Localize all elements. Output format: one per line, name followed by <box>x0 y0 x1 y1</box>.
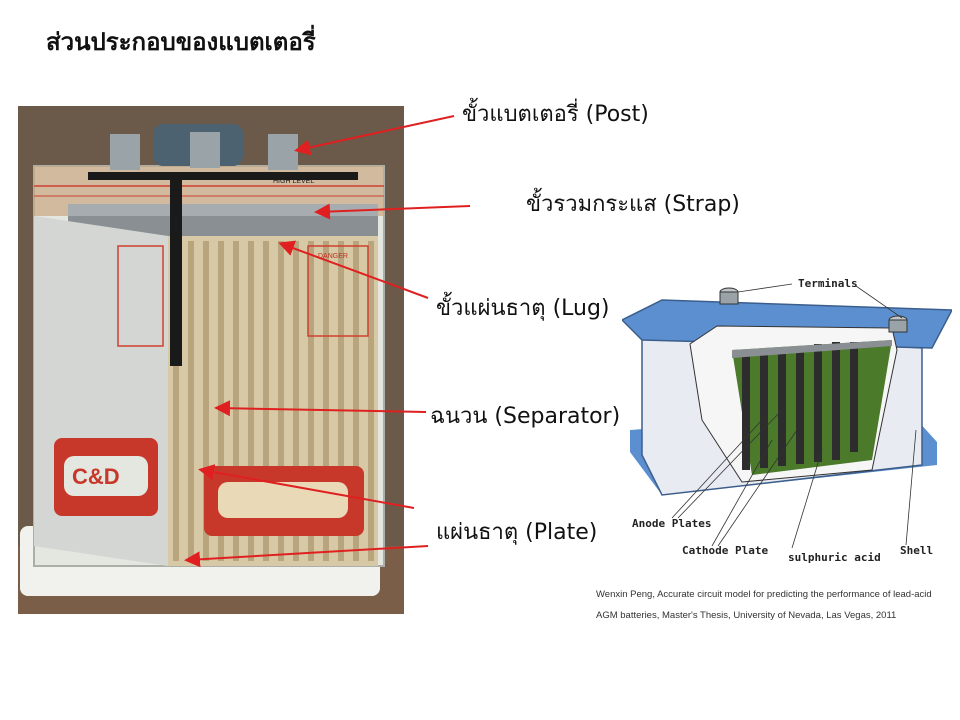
terminals-label: Terminals <box>798 277 858 290</box>
cd-logo-left <box>54 438 158 516</box>
high-level-mark: HIGH LEVEL <box>273 178 314 185</box>
label-strap: ขั้วรวมกระแส (Strap) <box>526 192 740 217</box>
danger-mark: DANGER <box>318 253 348 260</box>
shell-label: Shell <box>900 544 933 557</box>
battery-cutaway-diagram: Terminals Anode Plates Cathode Plate sul… <box>622 277 952 564</box>
label-post: ขั้วแบตเตอรี่ (Post) <box>462 102 649 127</box>
logo-text: C&D <box>72 464 120 489</box>
terminals-icon <box>719 287 908 333</box>
label-plate: แผ่นธาตุ (Plate) <box>436 520 598 545</box>
cathode-plate-label: Cathode Plate <box>682 544 768 557</box>
label-lug: ขั้วแผ่นธาตุ (Lug) <box>436 296 610 321</box>
anode-plates-label: Anode Plates <box>632 517 711 530</box>
citation: Wenxin Peng, Accurate circuit model for … <box>596 589 932 621</box>
battery-photo: HIGH LEVEL DANGER <box>18 106 404 614</box>
cutaway-plates <box>732 340 892 475</box>
battery-posts <box>110 124 298 170</box>
label-separator: ฉนวน (Separator) <box>430 404 621 429</box>
page-title: ส่วนประกอบของแบตเตอรี่ <box>46 28 316 56</box>
cd-logo-right <box>204 466 364 536</box>
sulphuric-acid-label: sulphuric acid <box>788 551 881 564</box>
